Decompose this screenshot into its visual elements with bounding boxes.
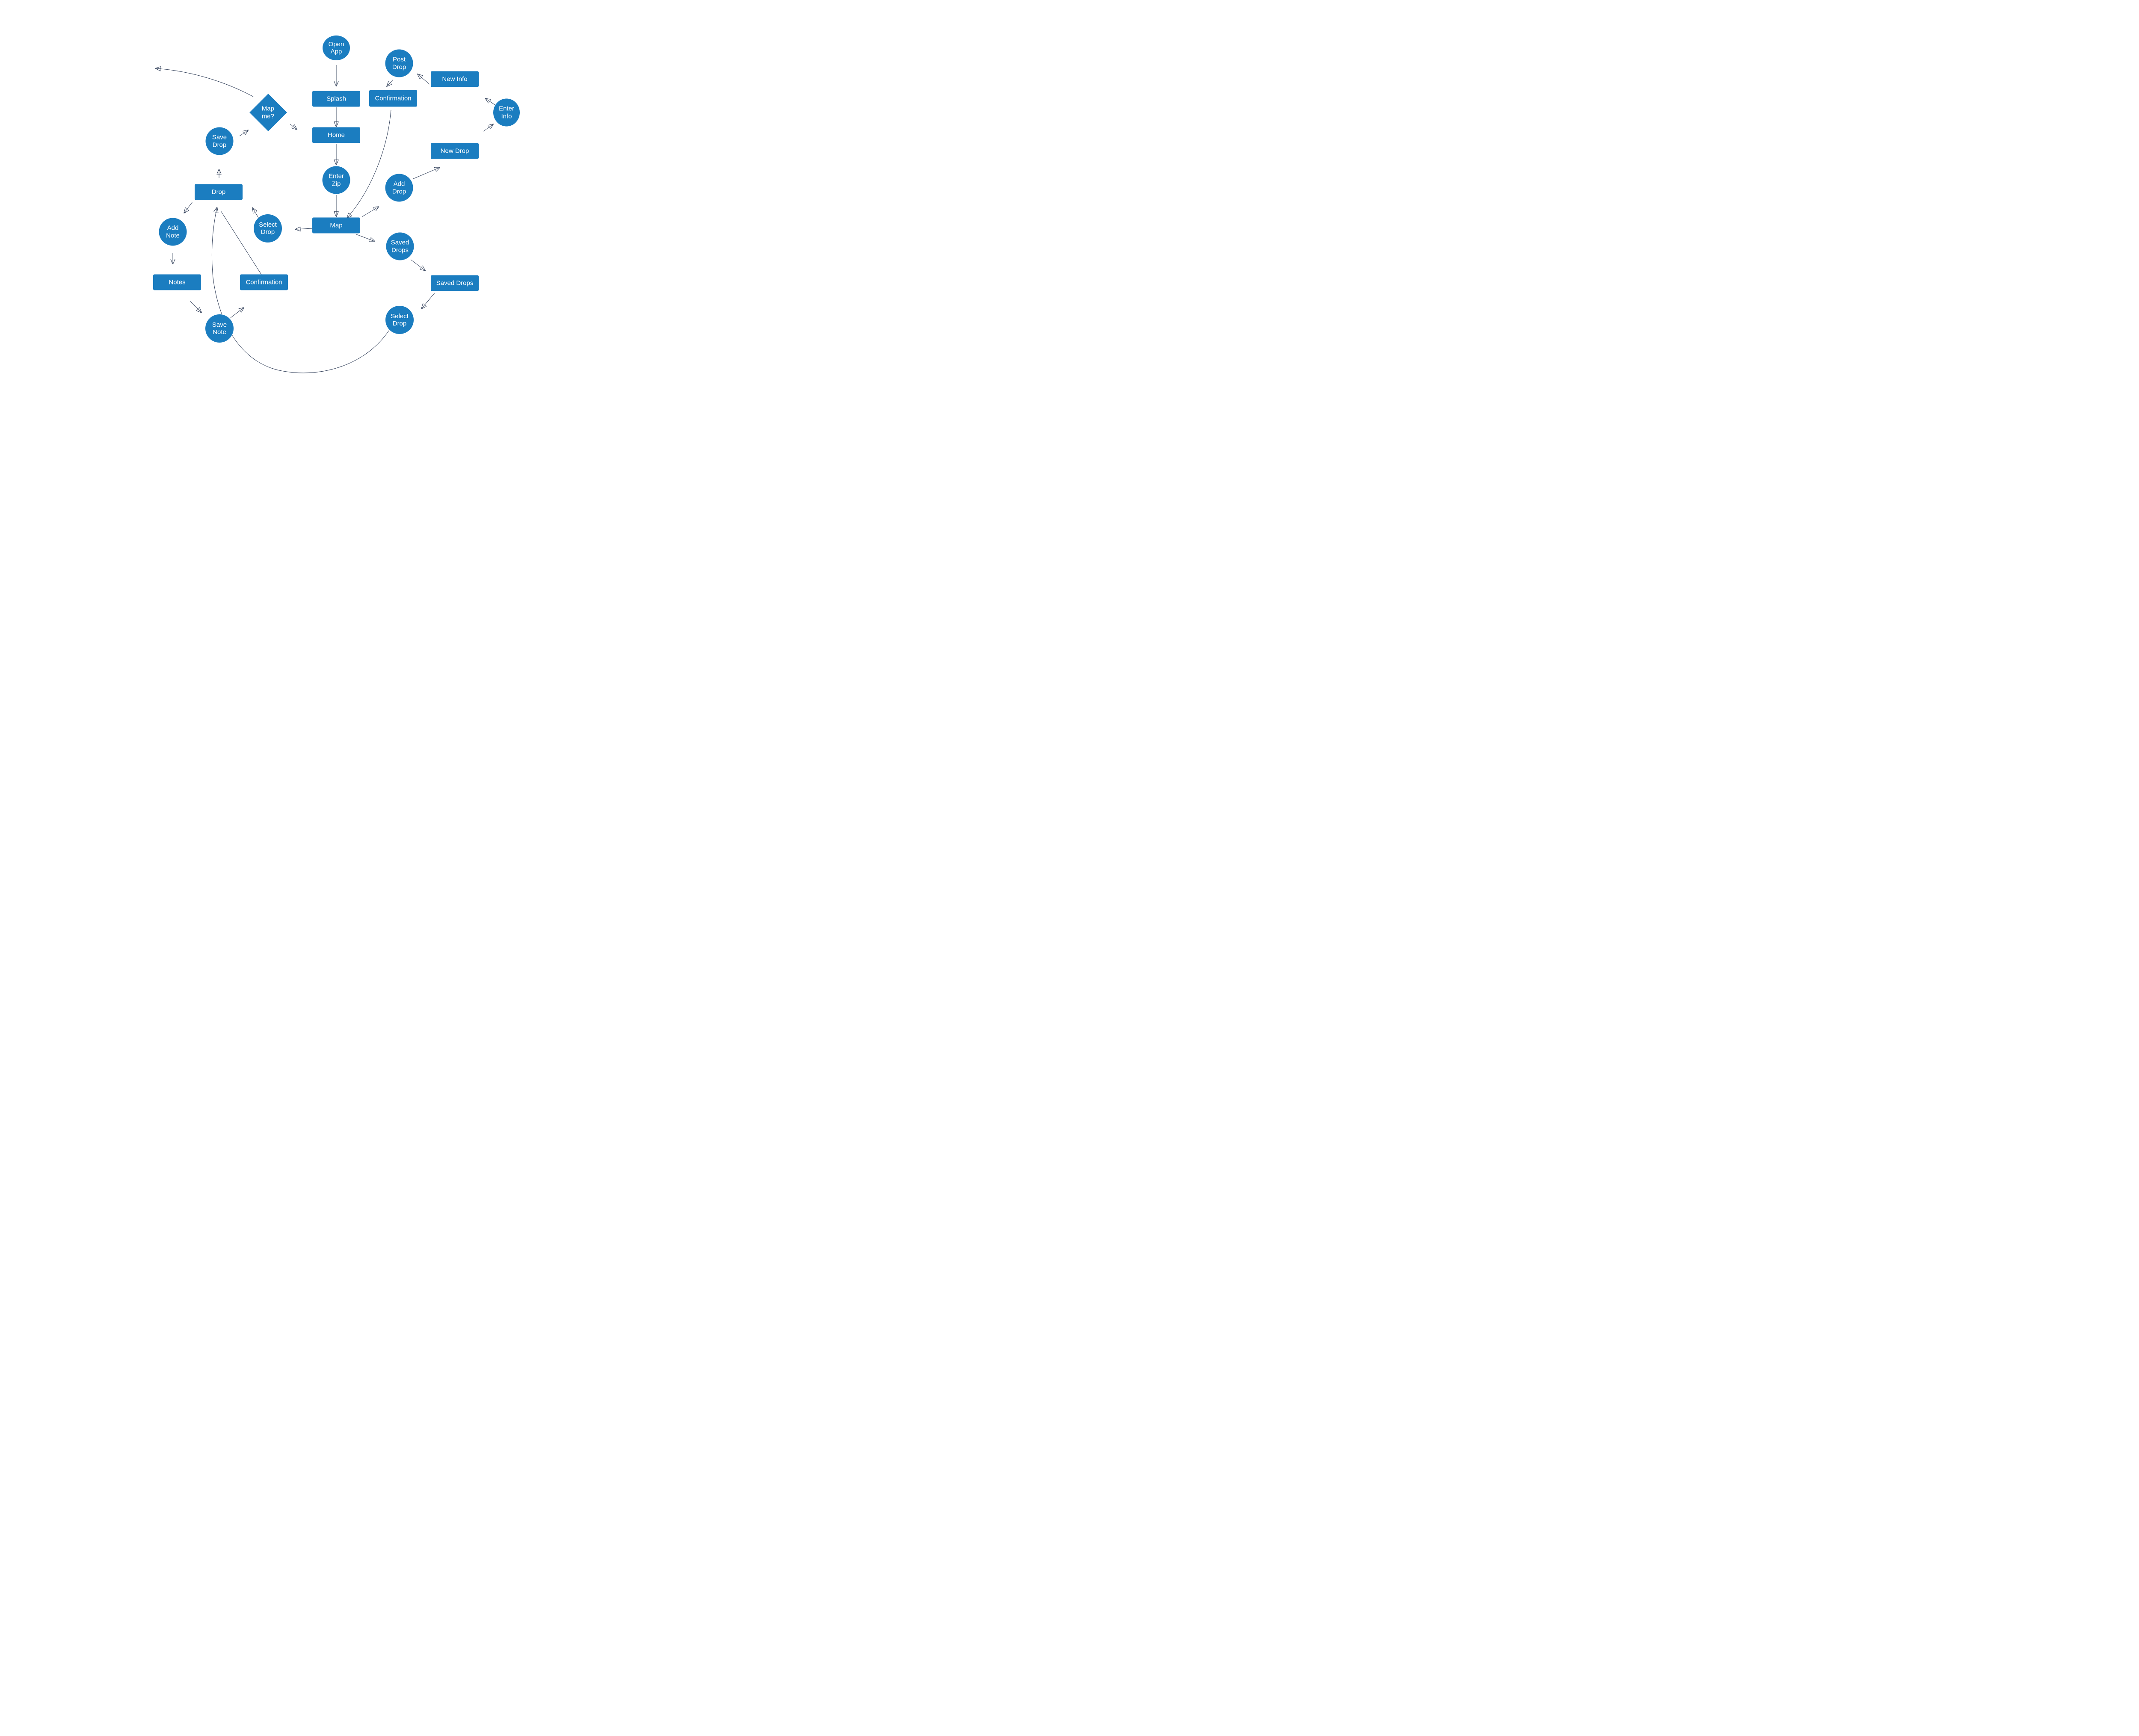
edge-map-to-saved-drops-circle — [356, 234, 374, 241]
edge-map-to-select-drop-mid — [296, 228, 312, 229]
node-save-note: Save Note — [205, 314, 234, 343]
node-new-info: New Info — [431, 71, 479, 87]
node-label-select-drop-mid: Select Drop — [259, 221, 277, 236]
node-label-add-drop: Add Drop — [392, 180, 406, 195]
node-select-drop-mid: Select Drop — [254, 214, 282, 243]
node-map: Map — [312, 217, 360, 234]
node-label-notes: Notes — [169, 278, 186, 286]
node-label-add-note: Add Note — [166, 224, 180, 240]
edge-notes-to-save-note — [190, 301, 201, 312]
node-label-enter-info: Enter Info — [499, 105, 514, 120]
node-label-confirmation-top: Confirmation — [375, 95, 412, 102]
node-label-save-drop: Save Drop — [212, 133, 227, 149]
edge-confirmation-bottom-to-drop — [220, 210, 262, 275]
edge-group — [156, 65, 496, 373]
edge-map-to-add-drop — [361, 207, 378, 217]
node-label-post-drop: Post Drop — [392, 56, 406, 71]
node-label-splash: Splash — [326, 95, 346, 103]
node-post-drop: Post Drop — [385, 49, 413, 77]
node-confirmation-top: Confirmation — [369, 90, 417, 107]
node-label-save-note: Save Note — [212, 321, 227, 336]
node-save-drop: Save Drop — [205, 127, 234, 155]
node-enter-zip: Enter Zip — [322, 166, 350, 194]
edge-select-drop-bottom-to-drop — [211, 208, 389, 373]
node-add-drop: Add Drop — [385, 174, 413, 202]
node-notes: Notes — [153, 274, 201, 290]
edge-confirmation-top-to-map — [347, 109, 391, 218]
edge-saved-drops-circle-to-saved-drops-rect — [410, 259, 425, 270]
node-saved-drops-circle: Saved Drops — [386, 232, 414, 260]
node-label-map: Map — [330, 222, 343, 229]
edge-map-me-to-home — [290, 124, 296, 129]
edges-layer — [0, 65, 496, 373]
node-drop: Drop — [195, 184, 243, 200]
edge-select-drop-mid-to-drop — [253, 208, 259, 218]
edge-drop-to-add-note — [184, 201, 193, 213]
edge-saved-drops-rect-to-select-drop-bottom — [422, 293, 435, 308]
edge-new-drop-to-enter-info — [483, 124, 493, 132]
node-home: Home — [312, 127, 360, 143]
node-select-drop-bottom: Select Drop — [385, 306, 414, 334]
node-label-new-drop: New Drop — [440, 147, 469, 155]
node-splash: Splash — [312, 91, 360, 107]
edge-add-drop-to-new-drop — [413, 168, 439, 179]
node-label-new-info: New Info — [442, 75, 468, 83]
node-label-drop: Drop — [211, 188, 226, 196]
edge-save-note-to-confirmation-bottom — [230, 308, 243, 318]
node-label-saved-drops-circle: Saved Drops — [391, 239, 409, 254]
node-label-open-app: Open App — [328, 40, 344, 56]
node-new-drop: New Drop — [431, 143, 479, 159]
node-label-saved-drops-rect: Saved Drops — [436, 279, 474, 287]
node-label-confirmation-bottom: Confirmation — [246, 278, 282, 286]
node-label-map-me: Map me? — [262, 105, 275, 120]
node-open-app: Open App — [323, 35, 350, 60]
node-label-enter-zip: Enter Zip — [329, 172, 344, 188]
node-confirmation-bottom: Confirmation — [240, 274, 288, 290]
edge-enter-info-to-new-info — [486, 99, 496, 106]
node-add-note: Add Note — [159, 218, 187, 246]
edge-new-info-to-post-drop — [418, 74, 430, 85]
edge-save-drop-to-map-me — [239, 130, 248, 136]
node-saved-drops-rect: Saved Drops — [431, 275, 479, 291]
edge-post-drop-to-confirmation-top — [387, 79, 394, 86]
node-label-select-drop-bottom: Select Drop — [391, 312, 409, 328]
edge-map-me-to-offscreen-exit — [156, 68, 254, 97]
node-enter-info: Enter Info — [493, 98, 520, 127]
node-label-home: Home — [327, 131, 345, 139]
